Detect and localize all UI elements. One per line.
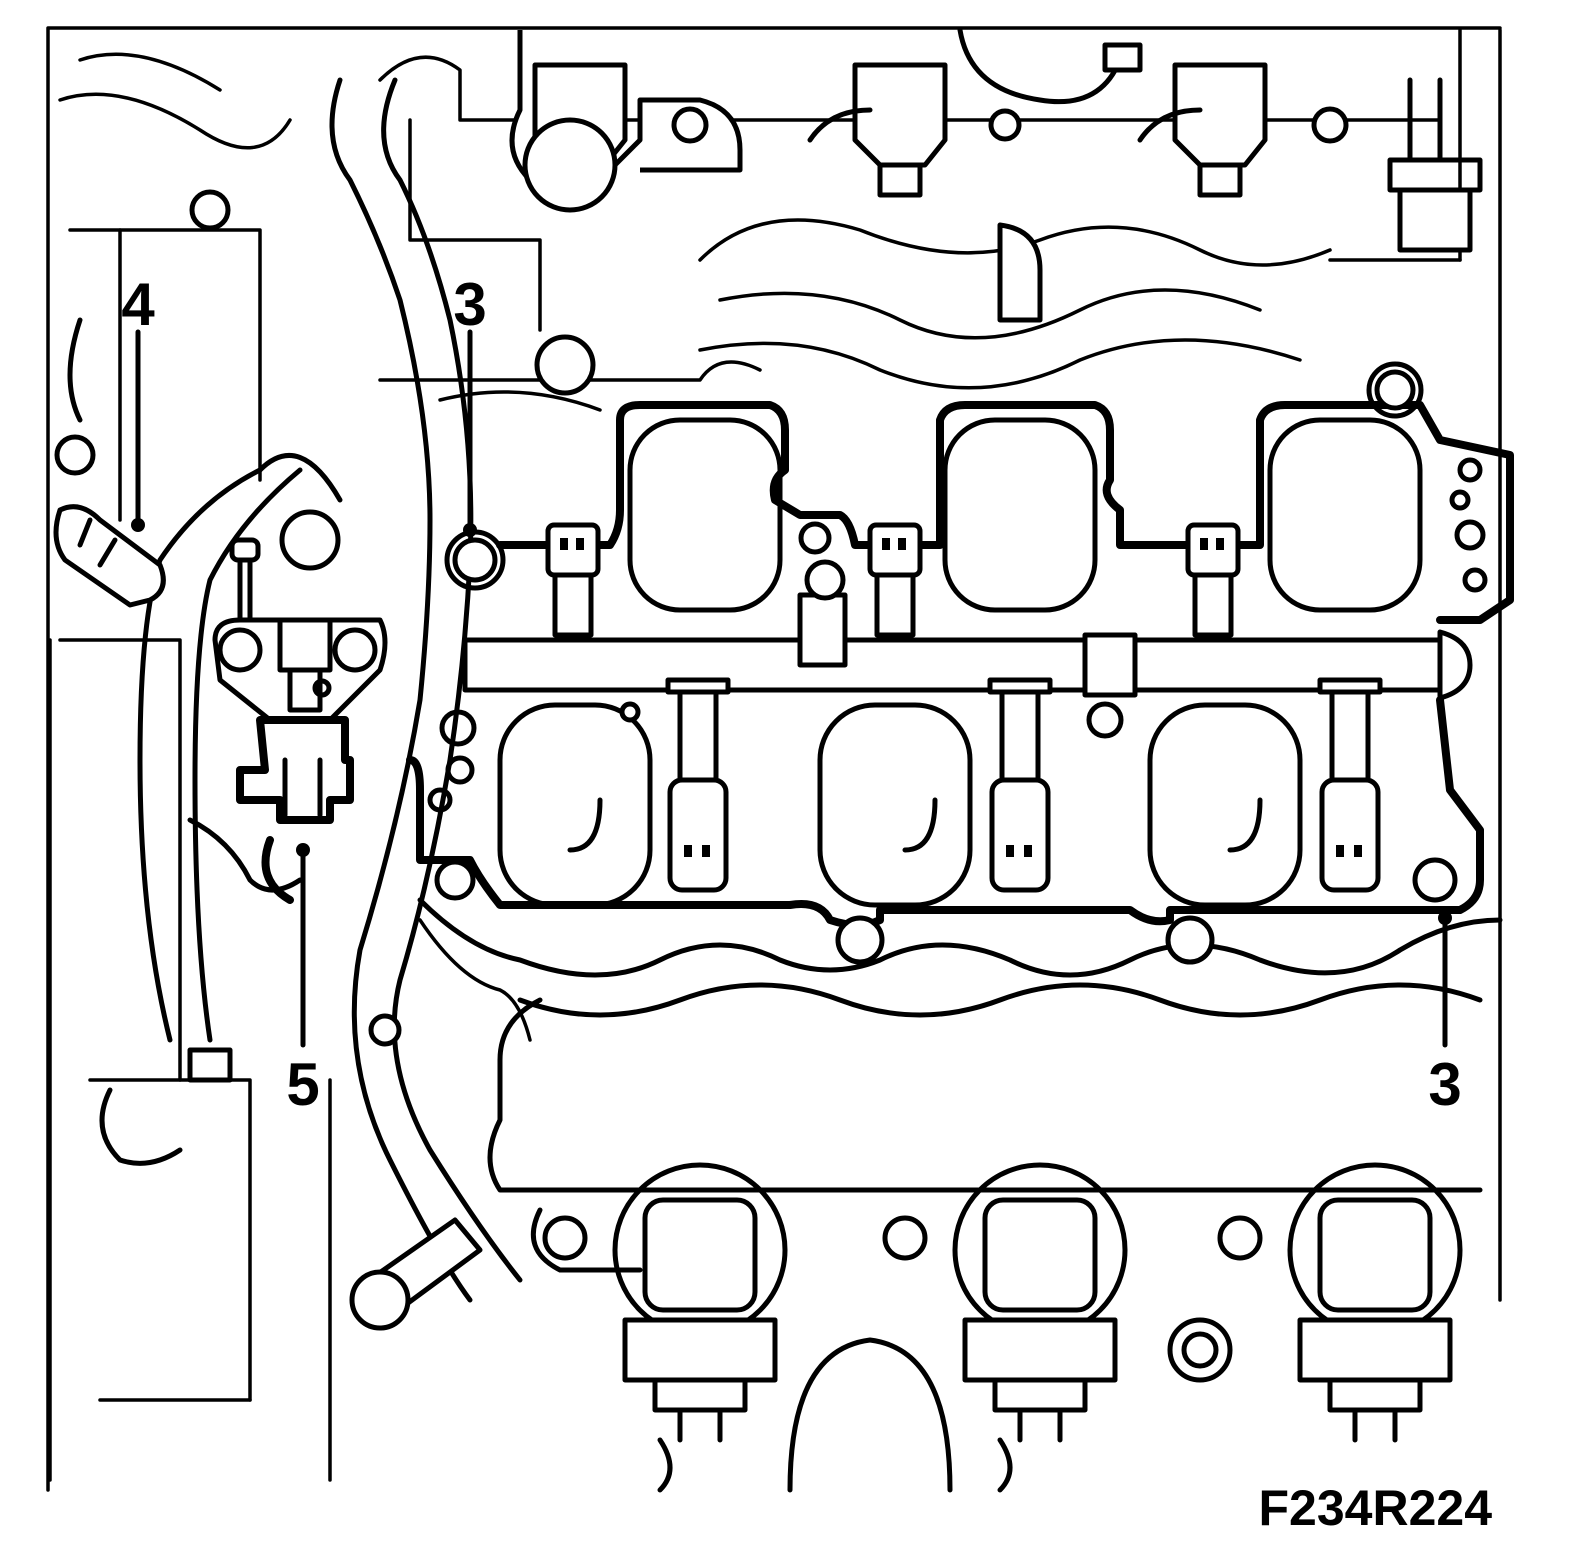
connector-item-4 — [53, 317, 166, 608]
lower-intake-gasket — [406, 696, 1484, 929]
figure-id: F234R224 — [1259, 1480, 1493, 1536]
injectors-upper — [545, 522, 1241, 638]
ignition-coil-top-2 — [807, 62, 1022, 198]
upper-intake-gasket — [496, 401, 1514, 624]
injectors-lower — [665, 677, 1383, 893]
callout-3-bottom: 3 — [1428, 1051, 1461, 1118]
callout-leaders — [131, 329, 1452, 1048]
callout-5: 5 — [286, 1051, 319, 1118]
callout-4: 4 — [121, 271, 155, 338]
valve-cover — [417, 897, 1503, 1193]
callout-3-top: 3 — [453, 271, 486, 338]
fuel-rail — [462, 559, 1473, 701]
ignition-coil-top-1 — [509, 30, 743, 213]
wiring-harness — [99, 77, 523, 1331]
ignition-coil-top-3 — [1137, 62, 1349, 198]
illustration-frame — [46, 26, 1502, 1492]
ignition-coils-top — [509, 27, 1483, 253]
sensor-assembly — [212, 537, 388, 824]
ignition-coils-bottom — [530, 1162, 1463, 1493]
